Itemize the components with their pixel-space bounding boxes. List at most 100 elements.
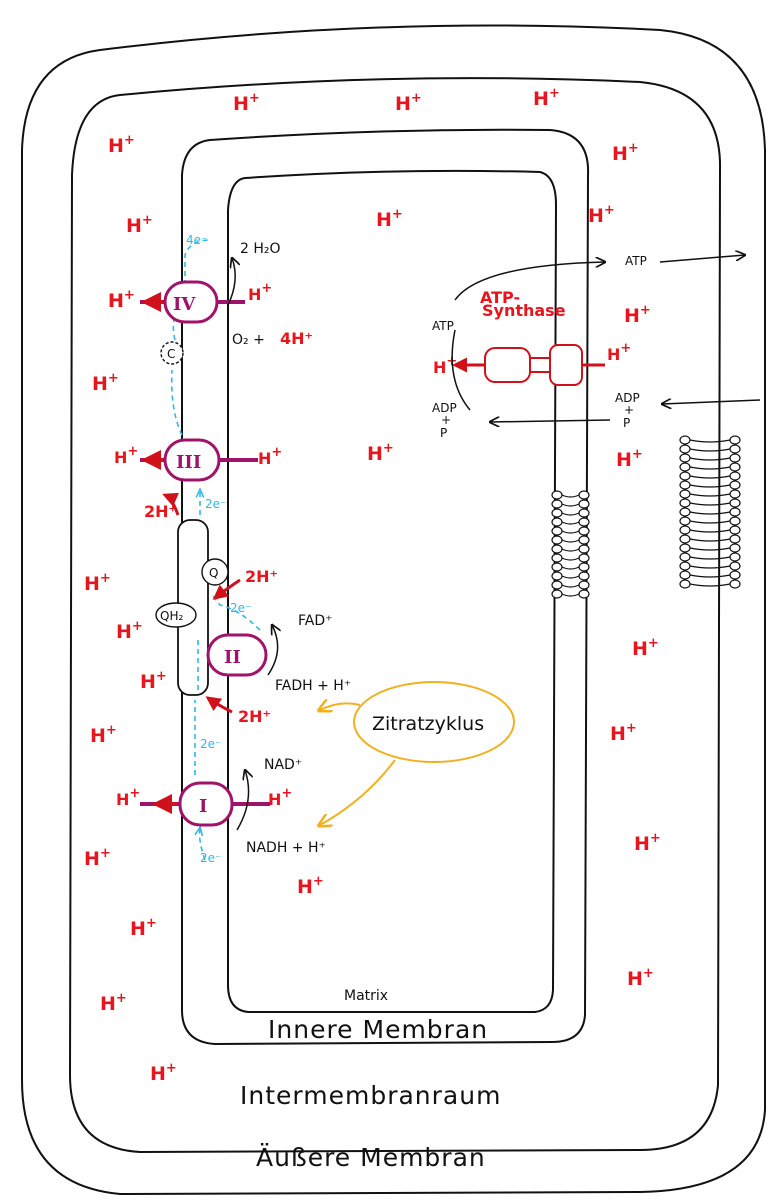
proton-label: H+ [126,213,153,237]
lipid-head [578,526,590,536]
proton-label: H+ [92,371,119,395]
lipid-head [578,499,590,509]
lipid-head [551,562,563,572]
proton-label: H+ [116,786,140,809]
svg-text:Q: Q [209,566,218,580]
lipid-head [729,462,741,472]
lipid-head [729,534,741,544]
lipid-tail [689,457,731,461]
lipid-tail [689,466,731,470]
svg-text:ADP: ADP [432,401,457,415]
electron-2d-label: 2e⁻ [200,851,221,865]
lipid-head [729,525,741,535]
complex-3-label: III [176,452,201,473]
lipid-head [679,498,691,508]
proton-label: H+ [140,669,167,693]
lipid-head [729,480,741,490]
lipid-head [729,561,741,571]
proton-label: H+ [248,281,272,304]
proton-label: H+ [367,441,394,465]
lipid-head [679,516,691,526]
lipid-tail [561,494,580,498]
svg-text:+: + [441,413,451,427]
lipid-head [578,490,590,500]
fad-label: FAD⁺ [298,613,333,629]
lipid-tail [689,502,731,506]
proton-pairs: 2H⁺ 2H⁺ 2H⁺ 2H⁺ [144,455,283,726]
lipid-tail [561,593,580,597]
electron-2b-label: 2e⁻ [230,601,251,615]
lipid-tail [561,521,580,525]
proton-label: H+ [90,723,117,747]
proton-label: H+ [634,831,661,855]
lipid-head [729,507,741,517]
lipid-tail [689,556,731,560]
lipid-head [679,525,691,535]
reaction-arrows [227,258,278,831]
complex-3: III [140,438,258,482]
oxygen-label: O₂ + [232,332,265,348]
lipid-tail [561,575,580,579]
lipid-head [551,589,563,599]
lipid-tail [689,475,731,479]
proton-label: H+ [395,91,422,115]
oxygen-protons-label: 4H⁺ [280,329,313,348]
lipid-tail [689,547,731,551]
lipid-head [578,580,590,590]
complex-2: II [206,633,268,677]
lipid-head [679,570,691,580]
inner-bilayer [551,490,590,599]
proton-label: H+ [588,203,615,227]
lipid-head [551,544,563,554]
proton-label: H+ [233,91,260,115]
complex-1-label: I [199,796,207,817]
lipid-head [729,579,741,589]
lipid-head [551,526,563,536]
svg-text:2H⁺: 2H⁺ [245,567,278,586]
lipid-tail [689,520,731,524]
svg-text:2H⁺: 2H⁺ [250,455,283,474]
complex-1: I [140,781,270,827]
lipid-head [729,444,741,454]
ubiquinone-q: Q [201,558,229,586]
proton-group: H+H+H+H+H+H+H+H+H+H+H+H+H+H+H+H+H+H+H+H+… [84,86,661,1085]
proton-label: H+ [114,444,138,467]
outer-membrane [21,24,766,1196]
proton-label: H+ [108,133,135,157]
proton-label: H+ [376,207,403,231]
lipid-tail [689,529,731,533]
synthase-label-1: ATP- [480,288,520,307]
svg-text:C: C [167,347,175,361]
lipid-tail [689,511,731,515]
lipid-head [679,543,691,553]
lipid-head [729,543,741,553]
lipid-tail [689,583,731,587]
lipid-head [679,561,691,571]
svg-text:ADP: ADP [615,391,640,405]
proton-label: H+ [150,1061,177,1085]
lipid-head [729,570,741,580]
lipid-head [679,435,691,445]
lipid-head [679,534,691,544]
lipid-head [679,579,691,589]
proton-label: H+ [84,571,111,595]
lipid-head [729,435,741,445]
lipid-head [679,552,691,562]
outer-bilayer [679,435,741,589]
lipid-head [729,516,741,526]
lipid-head [551,517,563,527]
electron-4-label: 4e⁻ [186,233,207,247]
lipid-tail [689,484,731,488]
nad-label: NAD⁺ [264,757,302,773]
lipid-tail [561,530,580,534]
lipid-head [578,535,590,545]
inner-membrane [181,128,590,1046]
lipid-head [578,544,590,554]
lipid-head [729,552,741,562]
lipid-tail [561,557,580,561]
lipid-tail [689,493,731,497]
electron-2c-label: 2e⁻ [200,737,221,751]
svg-text:ATP: ATP [432,319,454,333]
lipid-tail [561,503,580,507]
